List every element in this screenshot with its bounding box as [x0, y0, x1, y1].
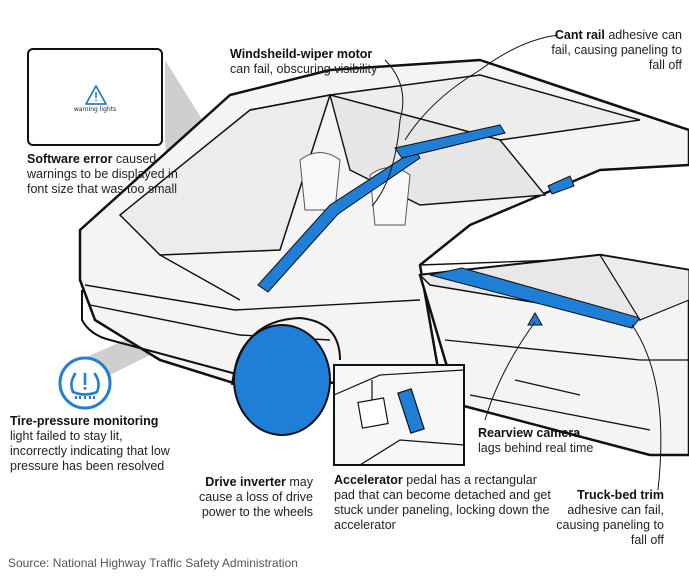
callout-software-error: Software error caused warnings to be dis…	[27, 152, 187, 197]
callout-title: Accelerator	[334, 473, 403, 487]
accelerator-inset	[333, 364, 465, 466]
callout-text: lags behind real time	[478, 441, 594, 455]
callout-text: can fail, obscuring visibility	[230, 62, 378, 76]
bed-inner	[598, 254, 689, 321]
callout-title: Rearview camera	[478, 426, 581, 440]
brake-pedal	[357, 397, 389, 429]
callout-title: Windsheild-wiper motor	[230, 47, 373, 61]
callout-rearview-camera: Rearview camera lags behind real time	[478, 426, 628, 456]
bed-lines	[444, 339, 689, 431]
leader-wiper	[371, 59, 404, 207]
accelerator-pedal-highlight	[397, 388, 425, 434]
leader-camera	[484, 321, 536, 421]
wheel-arch	[231, 316, 341, 386]
callout-text: light failed to stay lit, incorrectly in…	[10, 429, 170, 473]
warning-triangle-icon	[85, 85, 107, 105]
callout-truck-bed-trim: Truck-bed trim adhesive can fail, causin…	[548, 488, 664, 548]
body-lines	[84, 254, 561, 341]
leader-truckbed	[631, 324, 662, 491]
warning-lights-text: warning lights	[73, 106, 117, 113]
callout-text: adhesive can fail, causing paneling to f…	[556, 503, 664, 547]
tire-pressure-icon	[58, 356, 112, 410]
callout-title: Cant rail	[554, 28, 605, 42]
source-note: Source: National Highway Traffic Safety …	[8, 556, 298, 570]
callout-title: Software error	[27, 152, 113, 166]
mirror-highlight	[547, 175, 575, 195]
wiper-motor-highlight	[257, 149, 421, 293]
callout-accelerator: Accelerator pedal has a rectangular pad …	[334, 473, 556, 533]
rearview-camera-marker	[527, 312, 543, 326]
leader-cant	[404, 34, 559, 141]
callout-drive-inverter: Drive inverter may cause a loss of drive…	[185, 475, 313, 520]
callout-title: Truck-bed trim	[577, 488, 664, 502]
callout-tire-pressure: Tire-pressure monitoring light failed to…	[10, 414, 178, 474]
dashboard-screen: warning lights	[27, 48, 163, 146]
callout-windshield-wiper: Windsheild-wiper motor can fail, obscuri…	[230, 47, 420, 77]
drive-inverter-wheel	[233, 324, 331, 436]
callout-text: may cause a loss of drive power to the w…	[199, 475, 313, 519]
cant-rail-highlight	[394, 124, 506, 159]
callout-title: Drive inverter	[205, 475, 286, 489]
front-bumper	[81, 290, 241, 376]
callout-text: pedal has a rectangular pad that can bec…	[334, 473, 551, 532]
callout-text: adhesive can fail, causing paneling to f…	[551, 28, 682, 72]
callout-cant-rail: Cant rail adhesive can fail, causing pan…	[548, 28, 682, 73]
callout-title: Tire-pressure monitoring	[10, 414, 159, 428]
callout-text: caused warnings to be displayed in font …	[27, 152, 178, 196]
